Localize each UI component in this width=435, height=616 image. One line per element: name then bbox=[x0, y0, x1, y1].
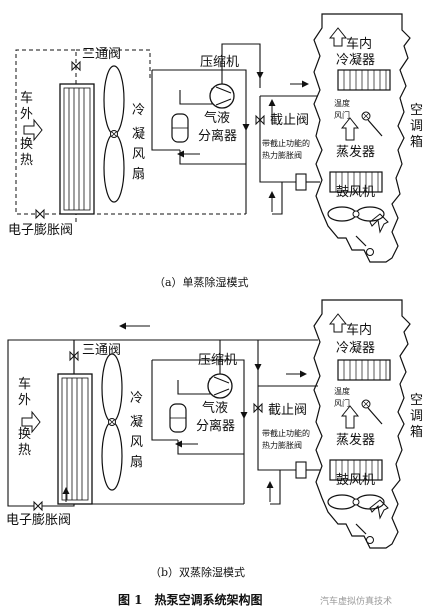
label-stop-valve: 截止阀 bbox=[270, 113, 309, 128]
label-ac-box-2: 箱 bbox=[410, 134, 423, 150]
diagram-b bbox=[7, 299, 411, 549]
compressor-icon bbox=[207, 373, 233, 399]
caption-a: （a）单蒸除湿模式 bbox=[154, 275, 249, 289]
label-cond-fan-0: 冷 bbox=[132, 103, 145, 118]
separator-icon bbox=[169, 403, 187, 433]
pipe bbox=[257, 340, 296, 471]
bottom-damper-icon bbox=[355, 235, 374, 256]
txv-icon bbox=[295, 461, 307, 479]
label-cond-fan-1: 凝 bbox=[132, 126, 145, 142]
ac-box-outline bbox=[313, 13, 411, 263]
airflow-arrow-icon bbox=[328, 313, 348, 333]
caption-b: （b）双蒸除湿模式 bbox=[150, 565, 245, 579]
label-temp-door-1: 温度 bbox=[334, 386, 350, 396]
label-outer-hx-0: 车 bbox=[18, 376, 31, 392]
label-exv: 电子膨胀阀 bbox=[8, 223, 73, 238]
diagram-a bbox=[15, 13, 411, 263]
separator-icon bbox=[171, 113, 189, 143]
label-ac-box-1: 调 bbox=[410, 119, 423, 134]
label-txv-2: 热力膨胀阀 bbox=[262, 150, 302, 160]
pipe bbox=[259, 96, 296, 183]
label-txv-1: 带截止功能的 bbox=[262, 428, 310, 438]
compressor-icon bbox=[209, 83, 235, 109]
label-cabin-condenser-2: 冷凝器 bbox=[336, 52, 375, 68]
label-stop-valve: 截止阀 bbox=[268, 403, 307, 418]
label-ac-box-2: 箱 bbox=[410, 424, 423, 440]
airflow-arrow-icon bbox=[340, 405, 360, 429]
label-evaporator: 蒸发器 bbox=[336, 144, 375, 160]
pipe bbox=[272, 182, 283, 215]
label-three-way-valve: 三通阀 bbox=[82, 343, 121, 358]
label-txv-2: 热力膨胀阀 bbox=[262, 440, 302, 450]
pipe bbox=[179, 150, 246, 165]
figure-title: 图 1 热泵空调系统架构图 bbox=[118, 592, 263, 607]
label-temp-door-2: 风门 bbox=[334, 398, 350, 408]
label-cond-fan-3: 扇 bbox=[130, 454, 143, 470]
label-outer-hx-1: 外 bbox=[20, 107, 33, 122]
label-compressor: 压缩机 bbox=[200, 54, 239, 70]
bottom-damper-icon bbox=[355, 523, 374, 544]
label-exv: 电子膨胀阀 bbox=[6, 513, 71, 528]
label-cond-fan-1: 凝 bbox=[130, 414, 143, 430]
label-separator-2: 分离器 bbox=[196, 418, 235, 434]
temp-door-icon bbox=[361, 111, 383, 137]
condenser-fan-icon bbox=[103, 65, 125, 203]
cabin-condenser-icon bbox=[337, 69, 391, 91]
dashed-pipe bbox=[15, 49, 77, 222]
label-temp-door-2: 风门 bbox=[334, 110, 350, 120]
label-cabin-condenser-1: 车内 bbox=[346, 322, 372, 338]
pipe bbox=[151, 70, 180, 151]
label-cond-fan-0: 冷 bbox=[130, 391, 143, 406]
outer-heat-exchanger bbox=[59, 83, 95, 215]
cabin-condenser-icon bbox=[337, 359, 391, 381]
airflow-arrow-icon bbox=[21, 410, 41, 434]
label-ac-box-1: 调 bbox=[410, 409, 423, 424]
label-ac-box-0: 空 bbox=[410, 103, 423, 118]
label-compressor: 压缩机 bbox=[198, 352, 237, 368]
label-separator-1: 气液 bbox=[202, 400, 228, 416]
label-cond-fan-3: 扇 bbox=[132, 166, 145, 182]
label-evaporator: 蒸发器 bbox=[336, 432, 375, 448]
label-cond-fan-2: 风 bbox=[130, 435, 143, 450]
label-outer-hx-1: 外 bbox=[18, 393, 31, 408]
airflow-arrow-icon bbox=[340, 117, 360, 141]
label-separator-1: 气液 bbox=[204, 110, 230, 126]
pipe bbox=[152, 359, 245, 504]
label-outer-hx-3: 热 bbox=[20, 153, 33, 168]
airflow-arrow-icon bbox=[328, 27, 348, 47]
label-separator-2: 分离器 bbox=[198, 128, 237, 144]
label-temp-door-1: 温度 bbox=[334, 98, 350, 108]
label-txv-1: 带截止功能的 bbox=[262, 138, 310, 148]
label-cond-fan-2: 风 bbox=[132, 147, 145, 162]
label-blower: 鼓风机 bbox=[336, 473, 375, 488]
label-outer-hx-2: 换 bbox=[18, 427, 31, 442]
airflow-arrow-icon bbox=[369, 213, 389, 234]
label-cabin-condenser-2: 冷凝器 bbox=[336, 340, 375, 356]
label-ac-box-0: 空 bbox=[410, 393, 423, 408]
pipe bbox=[270, 470, 281, 505]
label-outer-hx-2: 换 bbox=[20, 137, 33, 152]
exv-valve-icon bbox=[33, 501, 43, 511]
label-outer-hx-3: 热 bbox=[18, 443, 31, 458]
label-blower: 鼓风机 bbox=[336, 185, 375, 200]
pipe bbox=[177, 440, 244, 455]
label-three-way-valve: 三通阀 bbox=[82, 47, 121, 62]
pipe bbox=[177, 378, 211, 395]
label-cabin-condenser-1: 车内 bbox=[346, 36, 372, 52]
label-outer-hx-0: 车 bbox=[20, 90, 33, 106]
condenser-fan-icon bbox=[101, 353, 123, 491]
exv-valve-icon bbox=[35, 209, 45, 219]
dashed-pipe bbox=[76, 49, 151, 78]
watermark: 汽车虚拟仿真技术 bbox=[320, 595, 392, 607]
txv-icon bbox=[295, 173, 307, 191]
pipe bbox=[151, 360, 178, 441]
outer-heat-exchanger bbox=[57, 373, 93, 505]
airflow-arrow-icon bbox=[23, 118, 43, 142]
pipe bbox=[179, 88, 213, 105]
pipe bbox=[152, 69, 247, 214]
temp-door-icon bbox=[361, 399, 383, 425]
ac-box-outline bbox=[313, 299, 411, 549]
